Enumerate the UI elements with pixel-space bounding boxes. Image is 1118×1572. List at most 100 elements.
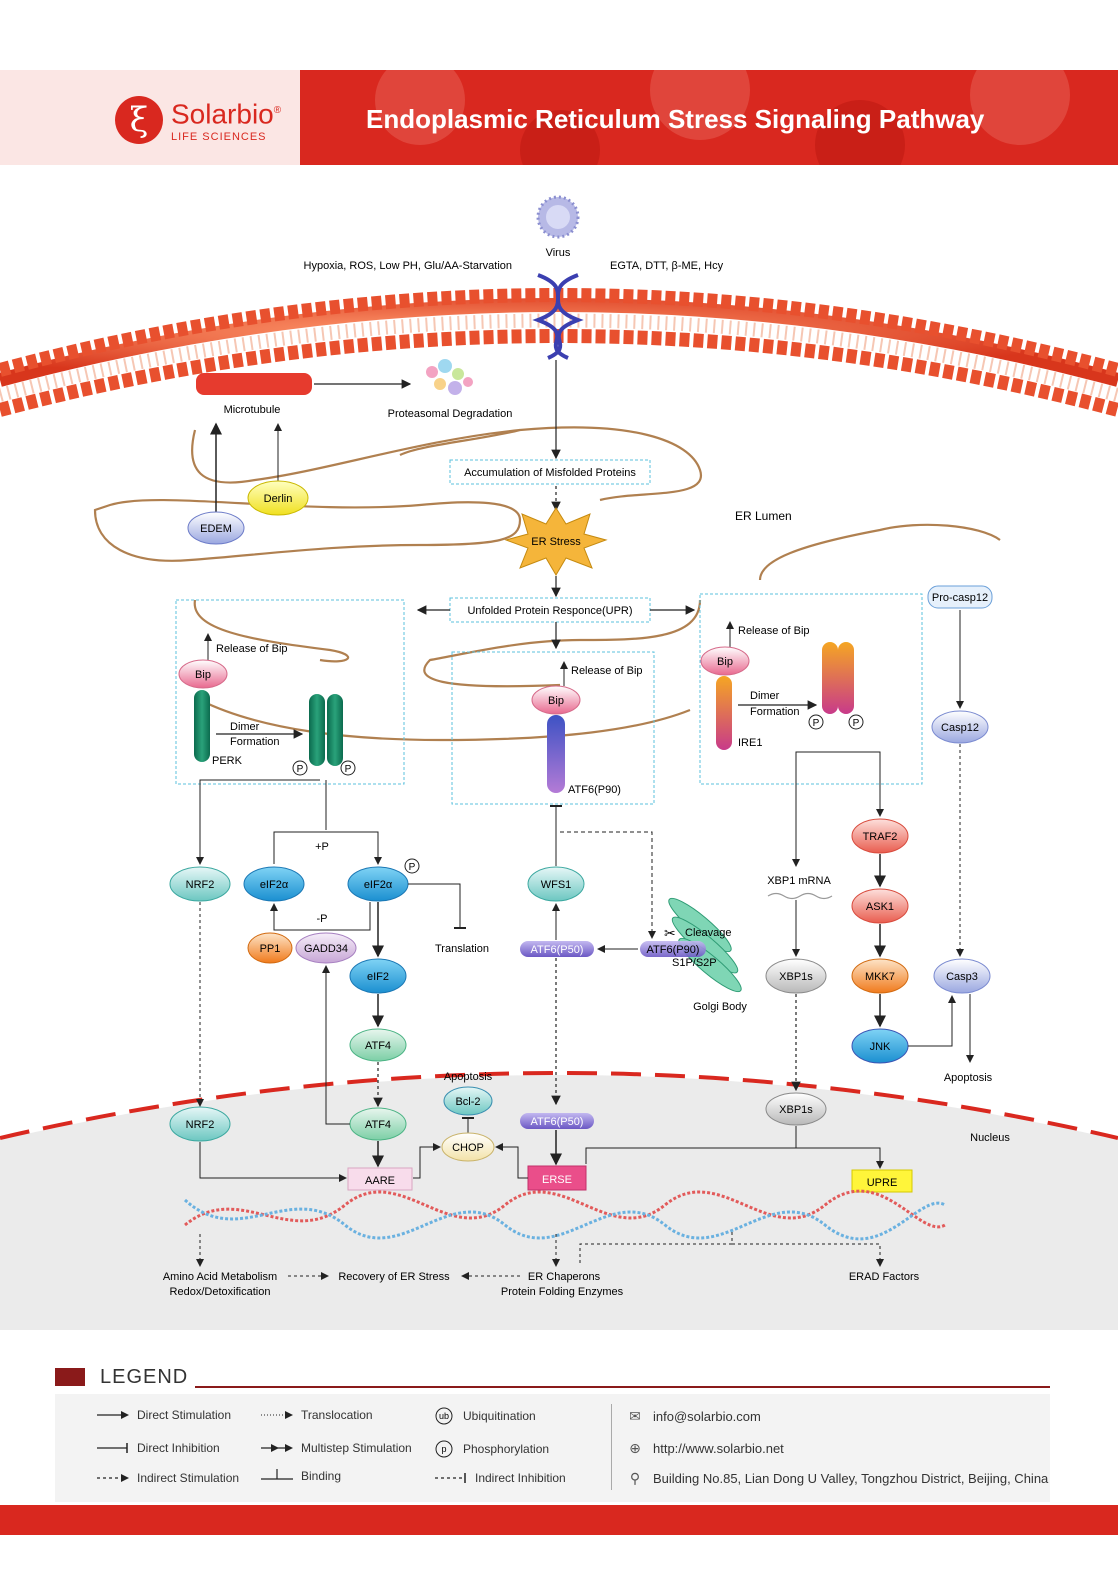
atf6-p50-label-2: ATF6(P50): [531, 1116, 584, 1128]
ask1-node: [851, 888, 909, 924]
xbp1s-label-1: XBP1s: [779, 971, 813, 983]
perk-label: PERK: [212, 755, 243, 767]
legend-indirect-stimulation: Indirect Stimulation: [97, 1471, 239, 1485]
accumulation-box: [449, 459, 651, 485]
legend-multistep-stimulation: Multistep Stimulation: [261, 1441, 412, 1455]
membrane-receptor: [532, 273, 584, 360]
upr-box: [449, 597, 651, 623]
legend-direct-inhibition: Direct Inhibition: [97, 1441, 220, 1455]
phospho-icon: [292, 760, 308, 776]
nrf2-node-2: [169, 1106, 231, 1142]
release-bip-3: Release of Bip: [738, 625, 810, 637]
atf6-p90-golgi-label: ATF6(P90): [647, 944, 700, 956]
atf4-label-2: ATF4: [365, 1119, 391, 1131]
nrf2-label-1: NRF2: [186, 879, 215, 891]
apoptosis-label-1: Apoptosis: [444, 1071, 493, 1083]
arrow-atf4-gadd34: [322, 965, 350, 1125]
er-stress-label: ER Stress: [531, 536, 581, 548]
derlin-label: Derlin: [264, 493, 293, 505]
legend-divider: [195, 1386, 1050, 1388]
plus-p-label: +P: [315, 841, 329, 853]
dna-helix: [183, 1189, 946, 1241]
legend-direct-stimulation: Direct Stimulation: [97, 1408, 231, 1422]
registered-mark: ®: [273, 105, 282, 117]
ire1-monomer: [716, 676, 732, 750]
globe-icon: ⊕: [629, 1440, 641, 1456]
perk-monomer: [194, 690, 210, 762]
pro-casp12-box: [927, 585, 993, 609]
indirect-stimulation-icon: [97, 1474, 129, 1482]
contact-address: ⚲ Building No.85, Lian Dong U Valley, To…: [627, 1470, 1048, 1486]
perk-box: [175, 599, 405, 785]
pp1-label: PP1: [260, 943, 281, 955]
er-membrane: [93, 426, 1001, 742]
traf2-label: TRAF2: [863, 831, 898, 843]
legend-phosphorylation: p Phosphorylation: [435, 1440, 549, 1458]
email-icon: ✉: [629, 1408, 641, 1424]
edem-label: EDEM: [200, 523, 232, 535]
brand-subtitle: LIFE SCIENCES: [171, 130, 267, 143]
microtubule-shape: [196, 373, 312, 395]
pp1-node: [247, 932, 293, 964]
nucleus-region: [0, 1075, 1118, 1330]
erse-box: [527, 1165, 587, 1191]
microtubule-label: Microtubule: [224, 404, 281, 416]
eif2a-label-1: eIF2α: [260, 879, 289, 891]
arrow-atf6-golgi: [560, 831, 656, 939]
nucleus-label: Nucleus: [970, 1132, 1010, 1144]
brand-name: Solarbio: [171, 98, 274, 130]
legend-label: Indirect Inhibition: [475, 1471, 566, 1485]
minus-p-label: -P: [317, 913, 328, 925]
bip-node-1: [178, 659, 228, 689]
casp12-node: [931, 710, 989, 744]
solarbio-logo-icon: ξ: [115, 96, 163, 144]
phospho-icon: [340, 760, 356, 776]
nrf2-node-1: [169, 866, 231, 902]
arrow-aare-chop: [413, 1143, 441, 1179]
direct-inhibition-icon: [97, 1443, 128, 1453]
location-pin-icon: ⚲: [629, 1470, 641, 1486]
legend-label: Indirect Stimulation: [137, 1471, 240, 1485]
ubiquitination-icon: ub: [435, 1407, 453, 1425]
atf6-box: [451, 651, 655, 805]
chop-label: CHOP: [452, 1142, 484, 1154]
legend-label: Direct Stimulation: [137, 1408, 232, 1422]
eif2a-node-1: [243, 866, 305, 902]
multistep-stimulation-icon: [261, 1444, 293, 1452]
legend-binding: Binding: [261, 1469, 341, 1483]
binding-icon: [261, 1469, 293, 1480]
bip-label-2: Bip: [548, 695, 564, 707]
eif2-label: eIF2: [367, 971, 389, 983]
casp3-node: [933, 958, 991, 994]
ire1-dimer-a: [822, 642, 838, 714]
bip-node-2: [531, 685, 581, 715]
ire1-label: IRE1: [738, 737, 762, 749]
bcl2-label: Bcl-2: [455, 1096, 480, 1108]
phospho-icon: [404, 858, 420, 874]
accumulation-label: Accumulation of Misfolded Proteins: [464, 467, 636, 479]
stimuli-right: EGTA, DTT, β-ME, Hcy: [610, 260, 724, 272]
atf6-p90-shape: [547, 715, 565, 793]
atf6-p50-box-2: [520, 1113, 594, 1129]
legend-label: Phosphorylation: [463, 1442, 550, 1456]
cleavage-label: Cleavage: [685, 927, 731, 939]
erad-label: ERAD Factors: [849, 1271, 920, 1283]
web-text: http://www.solarbio.net: [653, 1440, 784, 1456]
pathway-diagram: Virus Hypoxia, ROS, Low PH, Glu/AA-Starv…: [0, 195, 1118, 1330]
dimer-2: Dimer: [750, 690, 780, 702]
legend-ubiquitination: ub Ubiquitination: [435, 1407, 536, 1425]
mkk7-node: [851, 958, 909, 994]
chop-node: [441, 1132, 495, 1162]
email-text: info@solarbio.com: [653, 1408, 761, 1424]
xbp1s-node-2: [765, 1092, 827, 1126]
proteasomal-label: Proteasomal Degradation: [388, 408, 513, 420]
svg-text:P: P: [853, 718, 860, 729]
arrow-minusp: [270, 902, 371, 931]
phospho-icon: [848, 714, 864, 730]
redox-label: Redox/Detoxification: [170, 1286, 271, 1298]
traf2-node: [851, 818, 909, 854]
xbp1s-node-1: [765, 958, 827, 994]
arrow-perk-nrf2: [196, 779, 320, 865]
svg-text:P: P: [409, 862, 416, 873]
casp12-label: Casp12: [941, 722, 979, 734]
